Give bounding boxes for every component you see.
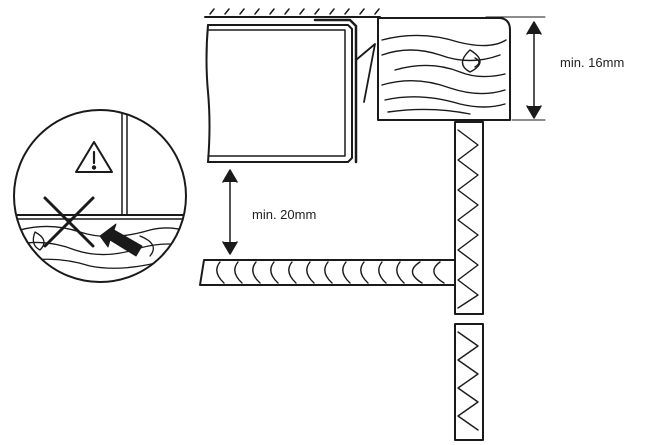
appliance-gap-label: min. 20mm <box>252 207 317 222</box>
warning-triangle-icon <box>75 141 113 173</box>
worktop-dimension-arrow <box>511 21 546 121</box>
appliance-body <box>205 18 376 164</box>
arrow-icon <box>99 223 143 257</box>
worktop-gap-label: min. 16mm <box>560 55 625 70</box>
appliance-dimension-arrow <box>222 169 238 255</box>
side-panel <box>454 121 484 441</box>
cross-icon <box>43 196 95 248</box>
worktop-block <box>377 17 511 121</box>
detail-circle <box>13 109 187 283</box>
shelf-panel <box>199 259 456 286</box>
ceiling-surface <box>204 8 546 18</box>
